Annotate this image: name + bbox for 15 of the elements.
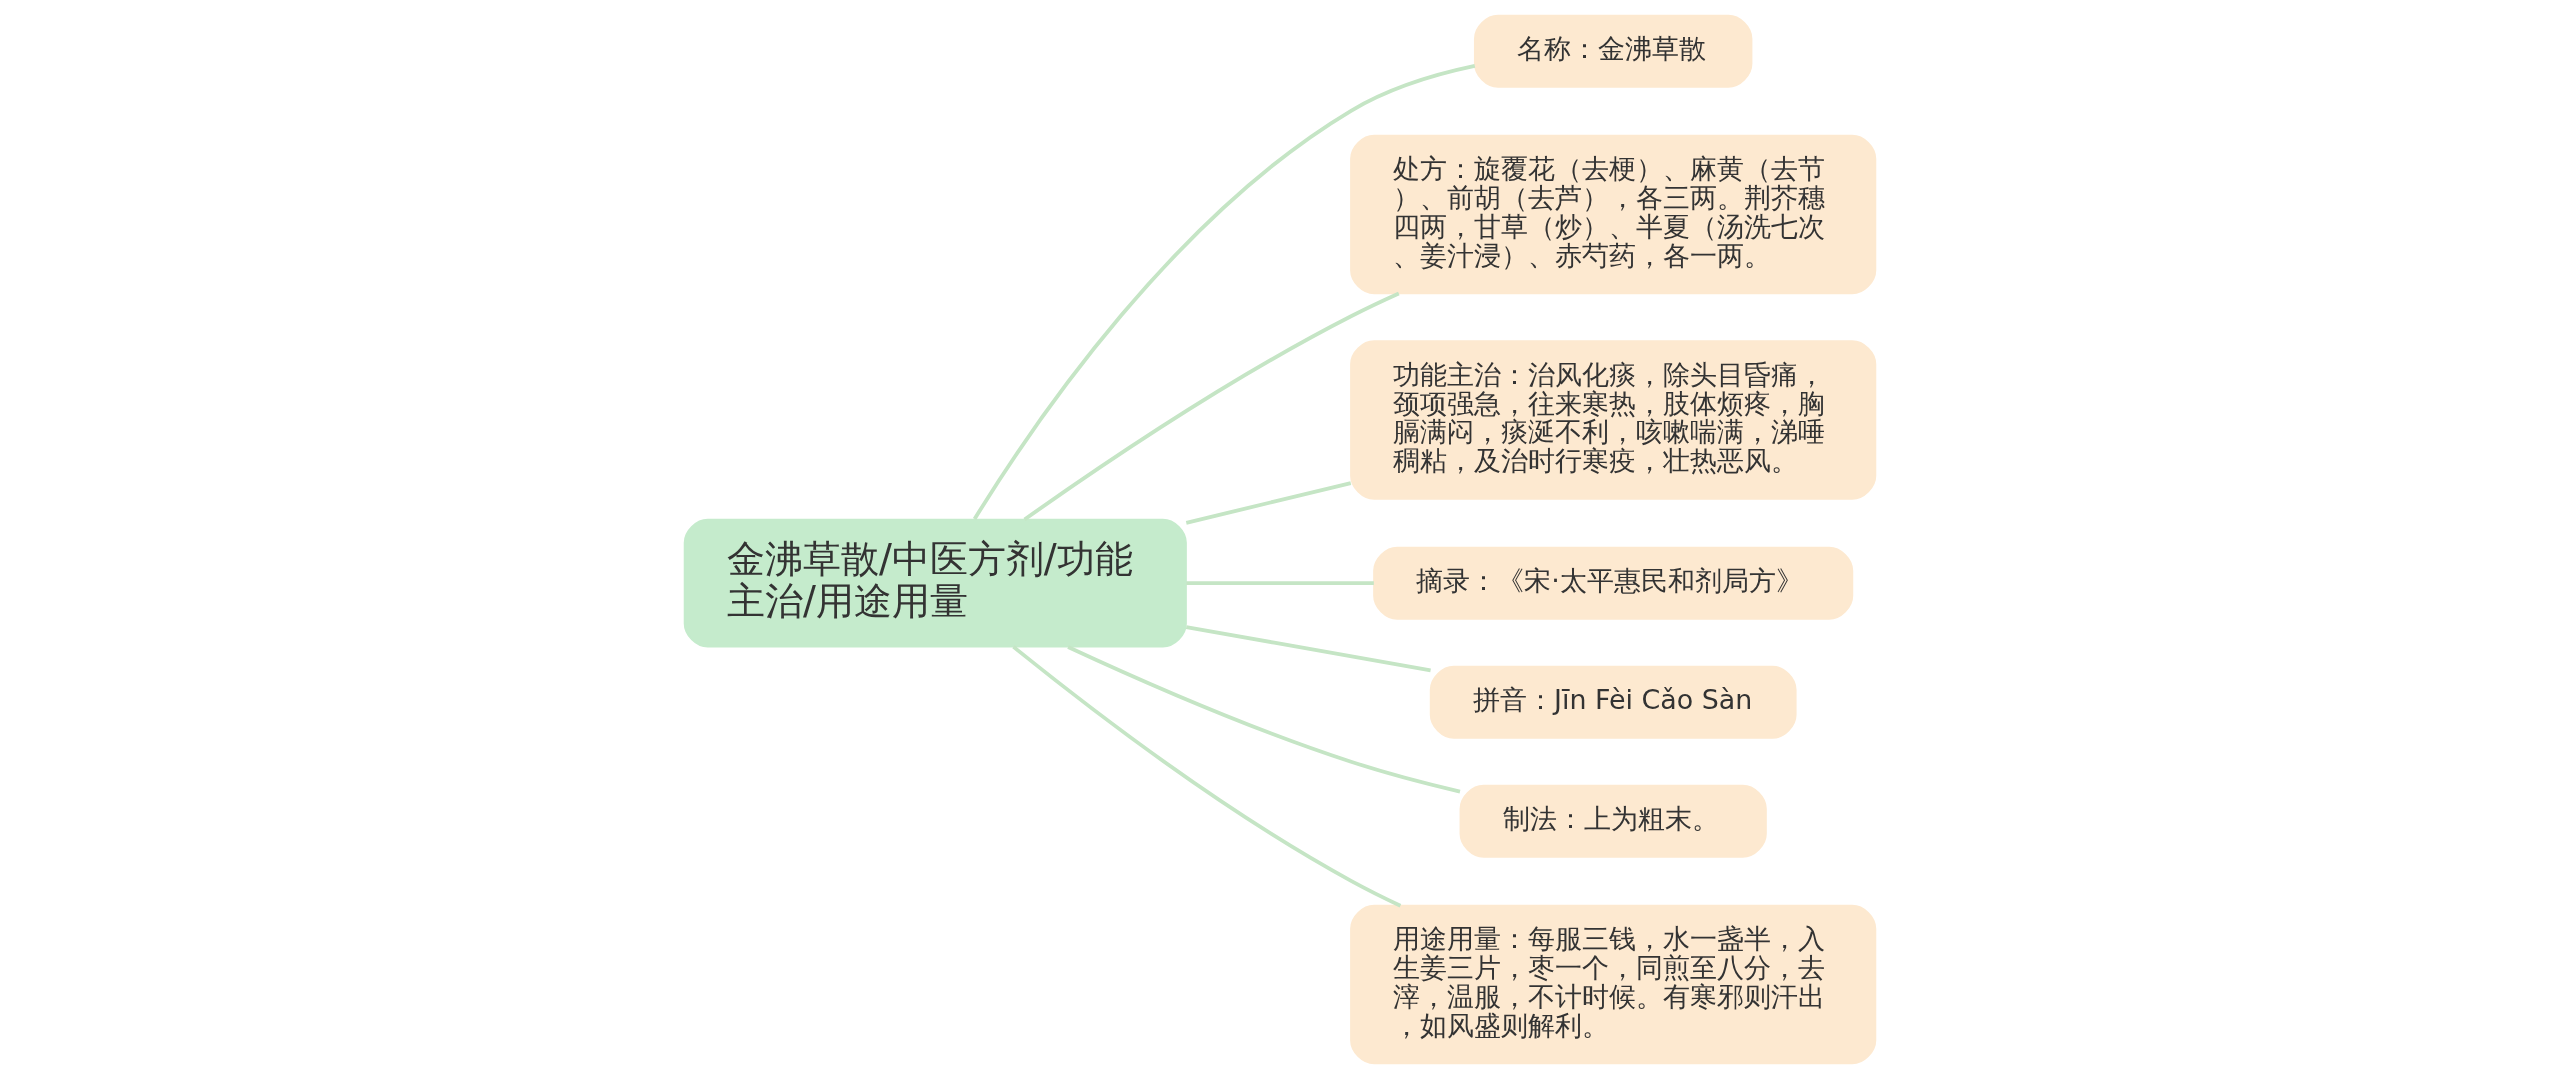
connector: [1067, 645, 1461, 794]
node-box: 名称：金沸草散: [1473, 14, 1753, 88]
node-box: 处方：旋覆花（去梗）、麻黄（去节）、前胡（去芦），各三两。荆芥穗四两，甘草（炒）、半夏（汤洗七次、姜汁浸）、赤芍药，各一两。: [1350, 134, 1877, 295]
node-box: 拼音：Jīn Fèi Cǎo Sàn: [1429, 665, 1797, 739]
node-box: 用途用量：每服三钱，水一盏半，入生姜三片，枣一个，同煎至八分，去滓，温服，不计时候。有寒邪则汗出，如风盛则解利。: [1350, 904, 1877, 1065]
connector: [1186, 581, 1374, 586]
node-box: 制法：上为粗末。: [1459, 784, 1767, 858]
connector: [1023, 291, 1400, 522]
node-box: 金沸草散/中医方剂/功能主治/用途用量: [683, 518, 1187, 648]
connector: [1185, 481, 1352, 525]
connector: [1185, 625, 1431, 673]
node-box: 摘录：《宋·太平惠民和剂局方》: [1373, 546, 1854, 620]
connector: [972, 64, 1476, 521]
node-box: 功能主治：治风化痰，除头目昏痛，颈项强急，往来寒热，肢体烦疼，胸膈满闷，痰涎不利，咳嗽喘满，涕唾稠粘，及治时行寒疫，壮热恶风。: [1350, 340, 1877, 500]
connector: [1012, 645, 1402, 908]
